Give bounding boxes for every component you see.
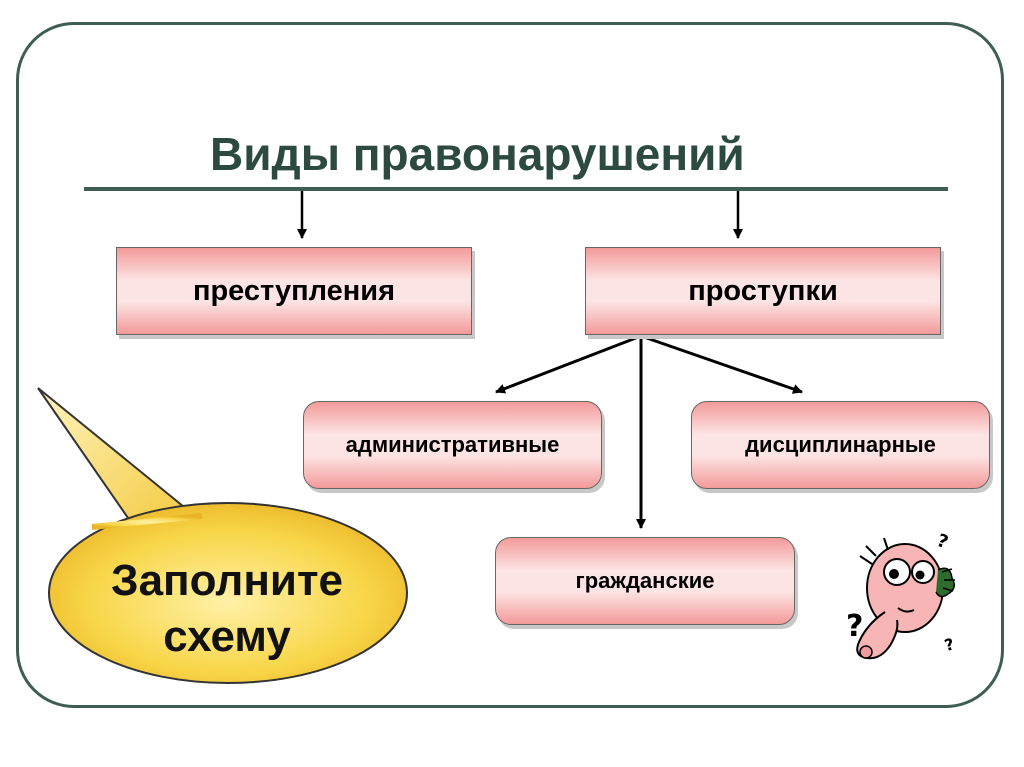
diagram-title: Виды правонарушений	[210, 128, 745, 180]
speech-bubble-body	[48, 502, 408, 684]
node-civil-label: гражданские	[575, 568, 715, 593]
arrow-offenses-to-disciplinary	[640, 334, 803, 394]
arrow-offenses-to-administrative	[495, 334, 642, 394]
node-administrative-label: административные	[345, 432, 560, 457]
node-disciplinary-label: дисциплинарные	[745, 432, 936, 457]
node-crimes-label: преступления	[192, 274, 396, 307]
node-administrative: административные	[303, 401, 602, 489]
node-offenses-label: проступки	[688, 274, 838, 307]
title-underline	[84, 187, 948, 191]
node-disciplinary: дисциплинарные	[691, 401, 990, 489]
callout-line-1: Заполните	[111, 556, 343, 605]
node-crimes: преступления	[116, 247, 472, 335]
callout-line-2: схему	[163, 612, 291, 661]
question-mark-icon: ?	[934, 530, 951, 553]
question-mark-icon: ?	[942, 634, 956, 655]
question-mark-icon: ?	[846, 609, 863, 644]
callout-text: Заполните схему	[62, 553, 392, 665]
node-civil: гражданские	[495, 537, 795, 625]
node-offenses: проступки	[585, 247, 941, 335]
